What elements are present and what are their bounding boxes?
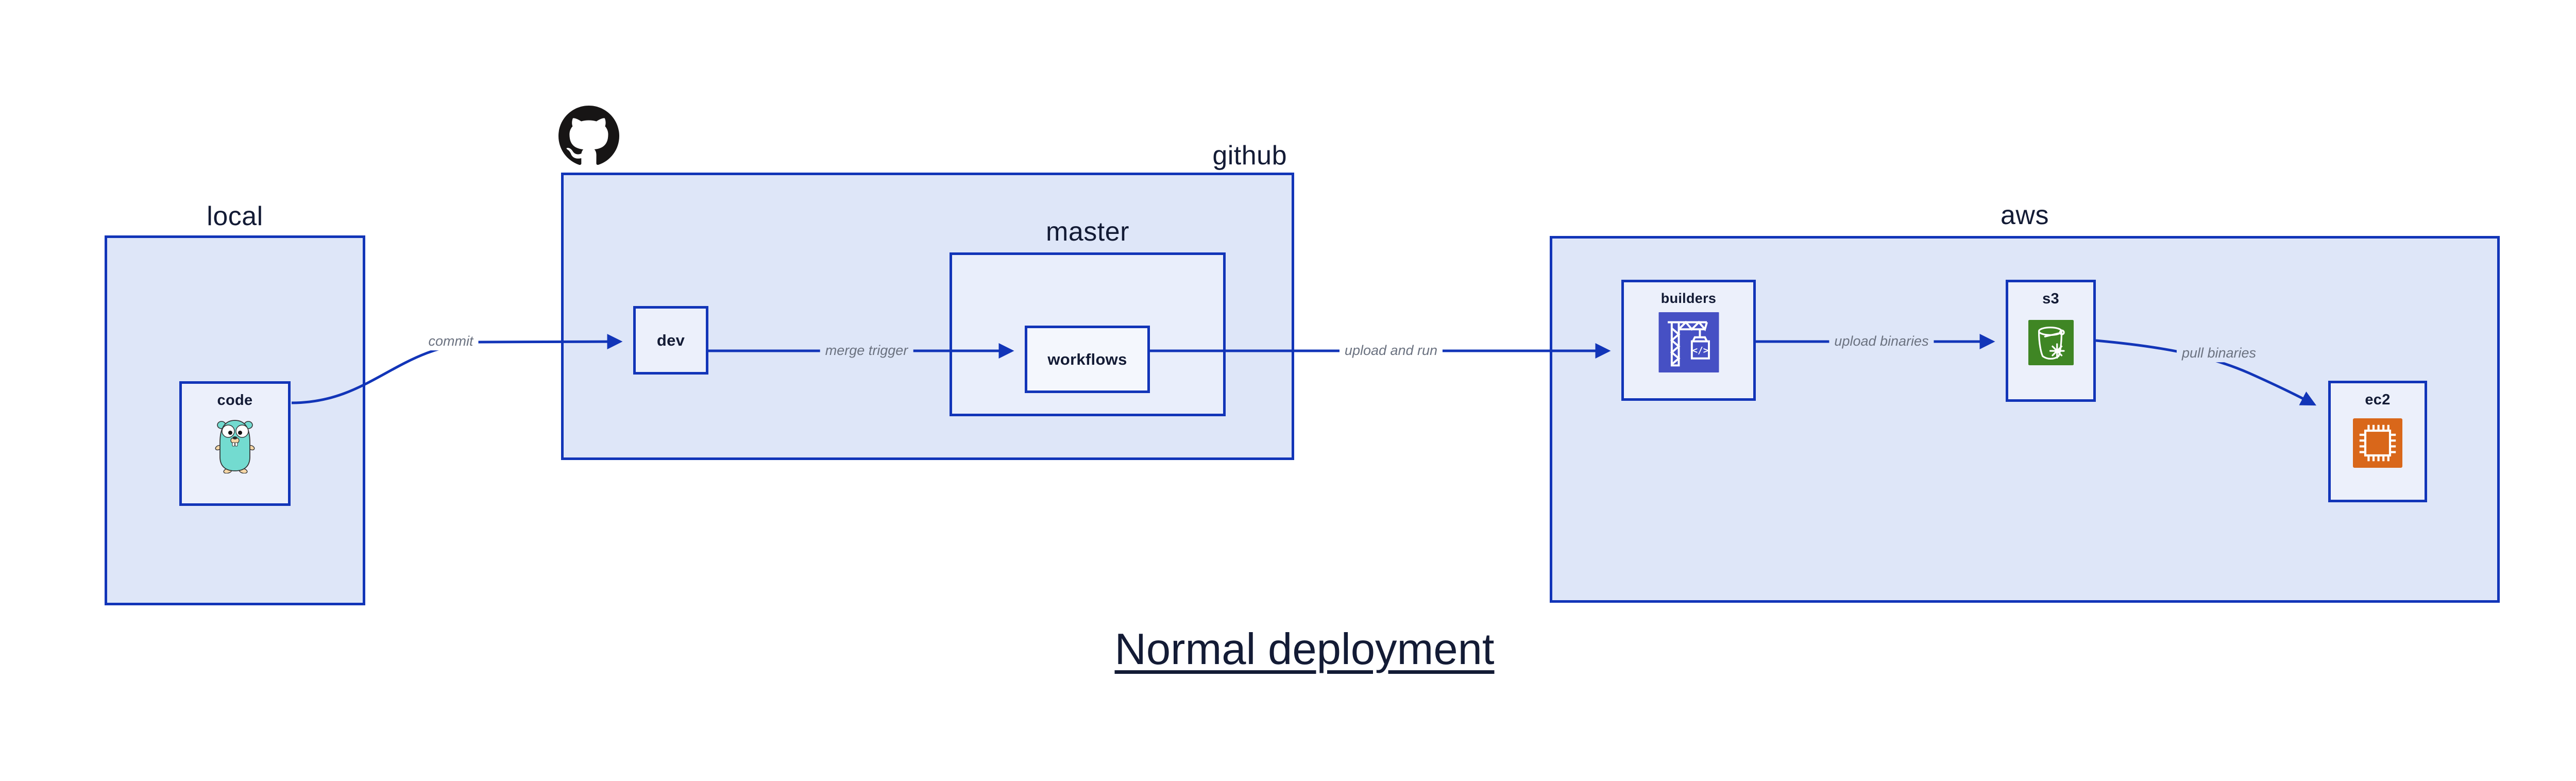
- edge-label-pull-binaries: pull binaries: [2176, 345, 2262, 362]
- code-node-label: code: [217, 392, 253, 409]
- master-container-label: master: [1046, 217, 1129, 247]
- local-container-label: local: [207, 201, 263, 231]
- ec2-node: ec2: [2328, 381, 2427, 502]
- s3-node: s3: [2006, 280, 2096, 402]
- edge-label-upload-and-run: upload and run: [1339, 342, 1443, 360]
- edge-label-upload-binaries: upload binaries: [1829, 333, 1934, 350]
- go-gopher-icon: [215, 420, 255, 473]
- edge-label-merge-trigger: merge trigger: [820, 342, 913, 360]
- ec2-node-label: ec2: [2365, 392, 2391, 408]
- s3-node-label: s3: [2042, 291, 2059, 307]
- aws-ec2-chip-icon: [2353, 418, 2402, 468]
- codebuild-code-glyph: </>: [1692, 346, 1708, 356]
- aws-codebuild-icon: </>: [1658, 312, 1719, 372]
- code-node: code: [179, 381, 291, 506]
- aws-s3-bucket-icon: [2028, 320, 2074, 365]
- edge-label-commit: commit: [423, 333, 479, 350]
- dev-node-label: dev: [656, 331, 685, 349]
- github-container-label: github: [1212, 141, 1287, 171]
- dev-node: dev: [633, 306, 708, 375]
- diagram-title: Normal deployment: [1114, 625, 1495, 674]
- aws-container-label: aws: [2001, 200, 2049, 230]
- github-octocat-logo-icon: [558, 106, 619, 165]
- workflows-node-label: workflows: [1047, 350, 1127, 368]
- workflows-node: workflows: [1025, 326, 1150, 393]
- builders-node-label: builders: [1660, 291, 1717, 306]
- builders-node: builders </>: [1621, 280, 1756, 401]
